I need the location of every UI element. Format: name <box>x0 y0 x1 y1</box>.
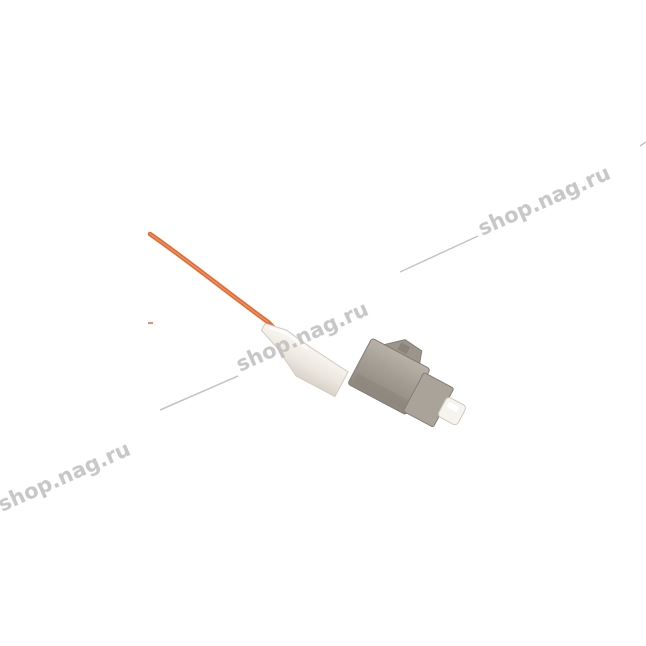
strain-relief-boot <box>260 322 349 398</box>
lc-connector-body <box>348 338 467 428</box>
fiber-cable <box>147 231 285 339</box>
orange-speck <box>148 322 153 324</box>
